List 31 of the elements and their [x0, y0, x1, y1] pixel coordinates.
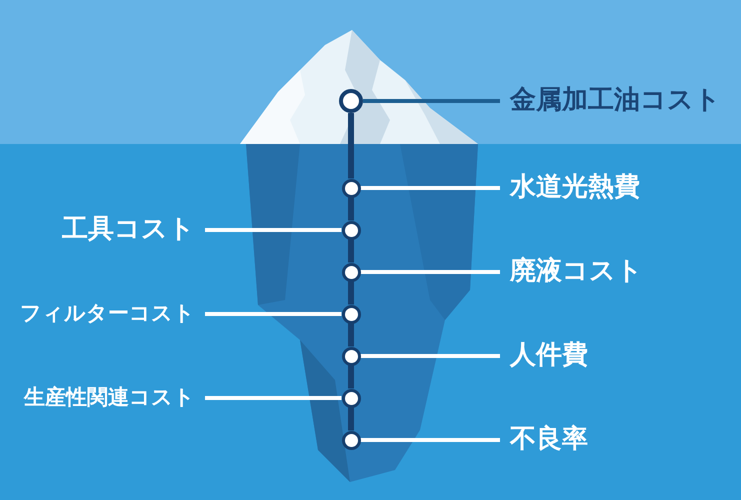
leader-line [205, 228, 342, 232]
connector-line [348, 366, 354, 388]
cost-label: 不良率 [510, 424, 588, 456]
connector-line [348, 240, 354, 262]
dot-marker [342, 220, 360, 240]
connector-line [348, 282, 354, 304]
dot-marker [342, 430, 360, 450]
leader-line [360, 438, 500, 442]
leader-line [360, 186, 500, 190]
leader-line [363, 99, 500, 103]
leader-line [360, 270, 500, 274]
dot-marker [342, 346, 360, 366]
cost-label: 生産性関連コスト [24, 385, 195, 411]
cost-label: 廃液コスト [510, 256, 643, 288]
connector-line [348, 113, 354, 178]
dot-marker [342, 388, 360, 408]
dot-marker [342, 178, 360, 198]
dot-marker [342, 262, 360, 282]
cost-label: フィルターコスト [20, 301, 195, 327]
cost-label: 人件費 [510, 340, 588, 372]
leader-line [360, 354, 500, 358]
dot-marker [342, 304, 360, 324]
cost-label: 水道光熱費 [510, 172, 640, 204]
leader-line [205, 396, 342, 400]
connector-line [348, 324, 354, 346]
cost-label: 工具コスト [62, 214, 195, 246]
connector-line [348, 198, 354, 220]
dot-marker [339, 89, 363, 113]
connector-line [348, 408, 354, 430]
leader-line [205, 312, 342, 316]
cost-label: 金属加工油コスト [510, 85, 721, 117]
